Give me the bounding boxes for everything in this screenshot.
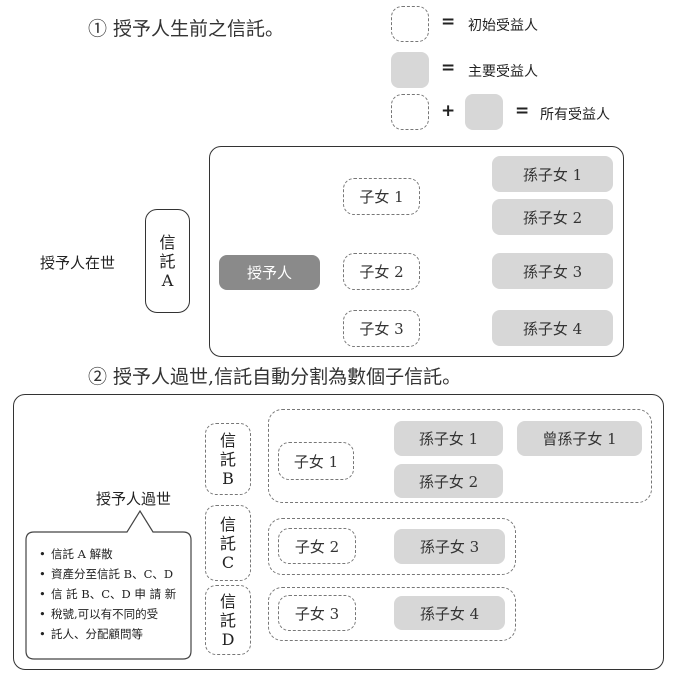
legend-grey-box [391, 52, 429, 88]
section1-title: ① 授予人生前之信託。 [88, 18, 285, 40]
p1-gc1-node: 孫子女 1 [492, 156, 613, 192]
trust-b-char-3: B [222, 468, 234, 488]
trust-a-char-1: 信 [159, 232, 176, 252]
p2-gc3-node: 孫子女 3 [394, 529, 505, 564]
p1-child1-node: 子女 1 [343, 178, 420, 215]
trust-a-box: 信 託 A [145, 209, 190, 313]
trust-d-char-2: 託 [219, 610, 236, 630]
legend-all-label: 所有受益人 [540, 107, 610, 123]
p2-gc1-node: 孫子女 1 [394, 421, 503, 456]
legend-plus: + [441, 101, 456, 121]
p2-child2-node: 子女 2 [278, 528, 356, 564]
note-item-5: 託人、分配顧問等 [37, 624, 189, 644]
trust-b-container [268, 409, 652, 503]
phase1-side-label: 授予人在世 [40, 254, 116, 272]
legend-equals-2: = [441, 58, 456, 78]
trust-b-char-1: 信 [219, 430, 236, 450]
p2-child3-node: 子女 3 [278, 595, 356, 631]
legend-initial-label: 初始受益人 [468, 18, 538, 34]
legend-grey-box-2 [465, 94, 503, 130]
legend-equals-3: = [515, 101, 530, 121]
trust-d-char-1: 信 [219, 591, 236, 611]
trust-c-container [268, 518, 516, 575]
p2-child1-node: 子女 1 [278, 442, 354, 480]
phase2-side-label: 授予人過世 [96, 490, 172, 508]
trust-d-char-3: D [221, 629, 235, 649]
trust-d-box: 信 託 D [205, 585, 251, 655]
p2-ggc1-node: 曾孫子女 1 [517, 421, 642, 456]
legend-primary-label: 主要受益人 [468, 64, 538, 80]
trust-a-char-3: A [161, 270, 174, 290]
p1-gc4-node: 孫子女 4 [492, 310, 613, 346]
legend-dashed-box-2 [391, 94, 429, 130]
trust-c-char-2: 託 [219, 533, 236, 553]
legend-equals-1: = [441, 12, 456, 32]
p1-child2-node: 子女 2 [343, 253, 420, 290]
note-item-2: 資產分至信託 B、C、D [37, 564, 189, 584]
trust-b-char-2: 託 [219, 449, 236, 469]
trust-c-char-1: 信 [219, 514, 236, 534]
p1-child3-node: 子女 3 [343, 310, 420, 347]
p1-gc2-node: 孫子女 2 [492, 199, 613, 235]
note-item-3: 信 託 B、C、D 申 請 新 [37, 584, 189, 604]
p2-gc4-node: 孫子女 4 [394, 596, 505, 630]
trust-b-box: 信 託 B [205, 423, 251, 495]
trust-d-container [268, 587, 516, 641]
trust-c-char-3: C [221, 552, 235, 572]
trust-c-box: 信 託 C [205, 505, 251, 581]
note-item-1: 信託 A 解散 [37, 544, 189, 564]
note-list: 信託 A 解散 資產分至信託 B、C、D 信 託 B、C、D 申 請 新 稅號,… [37, 544, 189, 644]
section2-title: ② 授予人過世,信託自動分割為數個子信託。 [88, 366, 462, 388]
p1-gc3-node: 孫子女 3 [492, 253, 613, 289]
note-item-4: 稅號,可以有不同的受 [37, 604, 189, 624]
legend-dashed-box [391, 6, 429, 42]
trust-a-char-2: 託 [159, 251, 176, 271]
grantor-node: 授予人 [219, 255, 320, 290]
p2-gc2-node: 孫子女 2 [394, 464, 503, 498]
